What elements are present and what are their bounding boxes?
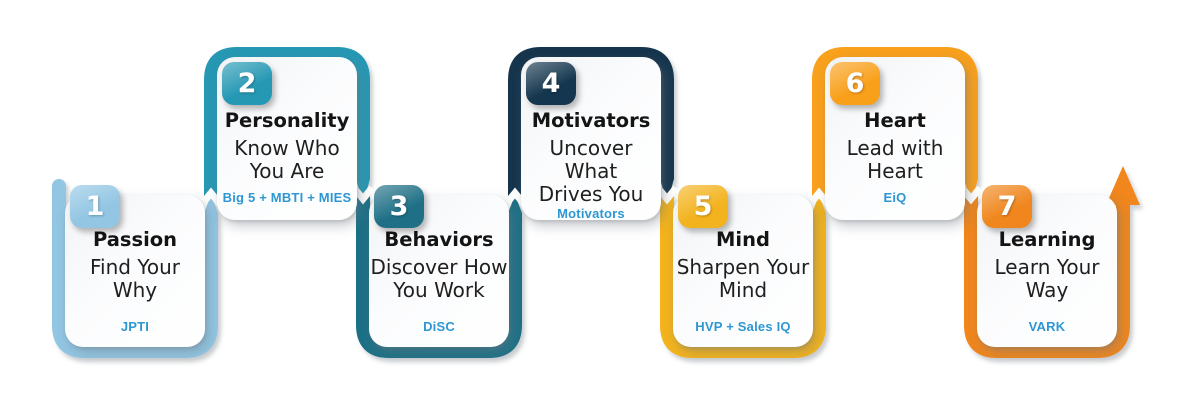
step-subtitle: Sharpen Your Mind <box>676 255 810 303</box>
ribbon-segment-1 <box>52 186 218 358</box>
step-assessment-label: EiQ <box>883 190 907 205</box>
step-subtitle: Lead with Heart <box>846 136 944 184</box>
step-assessment-label: DiSC <box>423 319 455 334</box>
flow-tip-down <box>964 179 978 203</box>
step-assessment-label: JPTI <box>120 319 150 334</box>
chevron-down-icon <box>959 185 983 205</box>
step-card-1: 1 Passion Find Your Why JPTI <box>65 185 205 347</box>
step-card-2: 2 Personality Know Who You Are Big 5 + M… <box>217 57 357 220</box>
ribbon-segment-3 <box>356 196 522 358</box>
step-title: Passion <box>92 228 178 251</box>
step-card-6: 6 Heart Lead with Heart EiQ <box>825 57 965 220</box>
chevron-down-icon <box>351 185 375 205</box>
step-assessment-label: HVP + Sales IQ <box>695 319 791 334</box>
ribbon-segment-2 <box>204 47 370 196</box>
flow-tip-down <box>660 179 674 203</box>
step-title: Motivators <box>531 109 651 132</box>
step-title: Behaviors <box>384 228 494 251</box>
ribbon-segment-6 <box>812 47 978 196</box>
flow-tip-up <box>812 195 826 213</box>
flow-tip-up <box>204 195 218 213</box>
chevron-down-icon <box>655 185 679 205</box>
step-card-3: 3 Behaviors Discover How You Work DiSC <box>369 185 509 347</box>
flow-tip-down <box>356 179 370 203</box>
step-title: Learning <box>998 228 1096 251</box>
step-subtitle: Learn Your Way <box>994 255 1100 303</box>
arrow-up-icon <box>1106 166 1140 205</box>
flow-tip-up <box>508 195 522 213</box>
step-number-badge: 5 <box>678 185 728 228</box>
step-subtitle: Know Who You Are <box>234 136 340 184</box>
step-number-badge: 3 <box>374 185 424 228</box>
step-number-badge: 2 <box>222 62 272 105</box>
step-number-badge: 4 <box>526 62 576 105</box>
step-subtitle: Find Your Why <box>89 255 181 303</box>
step-card-7: 7 Learning Learn Your Way VARK <box>977 185 1117 347</box>
step-number-badge: 6 <box>830 62 880 105</box>
ribbon-segment-4 <box>508 47 674 196</box>
step-card-4: 4 Motivators Uncover What Drives You Mot… <box>521 57 661 221</box>
step-title: Mind <box>716 228 770 251</box>
step-subtitle: Discover How You Work <box>370 255 508 303</box>
step-number-badge: 1 <box>70 185 120 228</box>
step-assessment-label: VARK <box>1028 319 1066 334</box>
ribbon-start-cap <box>52 179 66 193</box>
step-assessment-label: Big 5 + MBTI + MIES <box>222 190 352 205</box>
step-title: Personality <box>224 109 350 132</box>
step-subtitle: Uncover What Drives You <box>538 136 644 207</box>
step-assessment-label: Motivators <box>557 206 625 222</box>
step-number-badge: 7 <box>982 185 1032 228</box>
step-card-5: 5 Mind Sharpen Your Mind HVP + Sales IQ <box>673 185 813 347</box>
ribbon-segment-5 <box>660 196 826 358</box>
step-title: Heart <box>864 109 926 132</box>
ribbon-segment-7 <box>964 196 1130 358</box>
